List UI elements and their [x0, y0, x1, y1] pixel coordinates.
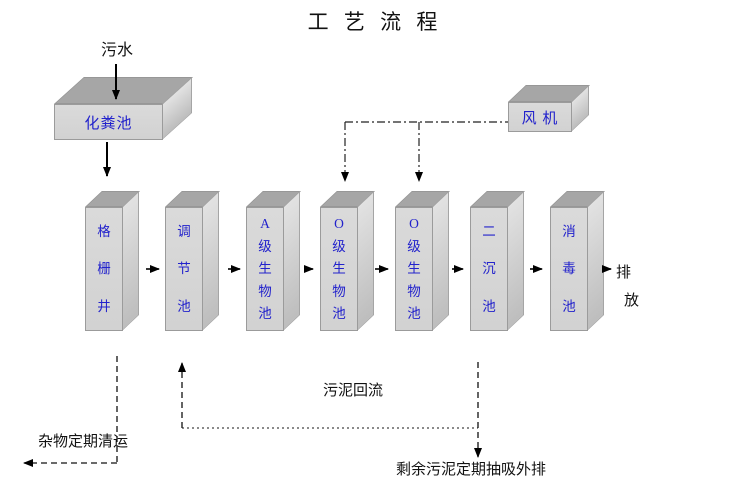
discharge-label-line2: 放 [624, 293, 640, 309]
discharge-label-line1: 排 [616, 265, 632, 281]
tank-label-char: A [260, 216, 270, 232]
tank-side-face [507, 190, 524, 331]
fan-label: 风 机 [521, 110, 559, 127]
excess-sludge-label: 剩余污泥定期抽吸外排 [396, 462, 547, 478]
fan-air-supply-line [341, 121, 508, 182]
tank-label-char: 井 [97, 298, 111, 314]
tank-label-char: O [334, 216, 344, 232]
tank-label-char: 消 [562, 223, 576, 239]
tank-label-char: 池 [332, 306, 346, 321]
tank-label-char: 级 [332, 238, 346, 254]
tank-label-char: 级 [407, 238, 421, 254]
tank-box: 消毒池 [550, 190, 605, 331]
tank-side-face [283, 190, 300, 331]
tank-label-char: 节 [177, 261, 191, 277]
debris-removal-label: 杂物定期清运 [38, 434, 129, 450]
tank-label-char: O [409, 216, 419, 232]
tank-label-char: 池 [407, 306, 421, 321]
tank-label-char: 物 [332, 283, 346, 299]
sludge-return-label: 污泥回流 [323, 383, 384, 399]
box-front-face: 化粪池 [54, 104, 163, 140]
tank-label: 二沉池 [471, 208, 507, 330]
tank-label-char: 生 [258, 261, 272, 277]
box-front-face: 风 机 [508, 102, 572, 132]
discharge-label: 排 放 [616, 259, 639, 315]
tank-label-char: 生 [407, 261, 421, 277]
tank-label-char: 毒 [562, 261, 576, 277]
tank-front-face: 二沉池 [470, 207, 508, 331]
tank-side-face [202, 190, 219, 331]
tank-label-char: 池 [258, 306, 272, 321]
tank-side-face [357, 190, 374, 331]
tank-label-char: 级 [258, 238, 272, 254]
tank-label-char: 池 [177, 298, 191, 314]
diagram-title: 工 艺 流 程 [307, 10, 443, 34]
tank-front-face: 消毒池 [550, 207, 588, 331]
tank-label-char: 二 [482, 223, 496, 239]
tank-box: 二沉池 [470, 190, 525, 331]
tank-side-face [122, 190, 139, 331]
tank-label-char: 物 [258, 283, 272, 299]
tank-side-face [587, 190, 604, 331]
tank-label-char: 生 [332, 261, 346, 277]
tank-label-char: 池 [562, 298, 576, 314]
septic-tank-box: 化粪池 [54, 76, 193, 140]
tank-label: 格栅井 [86, 208, 122, 330]
tank-side-face [432, 190, 449, 331]
tank-label: 调节池 [166, 208, 202, 330]
tank-front-face: 格栅井 [85, 207, 123, 331]
septic-tank-label: 化粪池 [84, 115, 133, 132]
tank-label-char: 沉 [482, 261, 496, 277]
tank-box: 格栅井 [85, 190, 140, 331]
tank-label-char: 格 [97, 223, 111, 239]
tank-label-char: 调 [177, 223, 191, 239]
tank-label-char: 池 [482, 298, 496, 314]
tank-label: 消毒池 [551, 208, 587, 330]
tank-label-char: 栅 [97, 261, 111, 277]
tank-label-char: 物 [407, 283, 421, 299]
tank-box: 调节池 [165, 190, 220, 331]
fan-box: 风 机 [508, 84, 590, 132]
influent-label: 污水 [101, 42, 134, 59]
tank-front-face: 调节池 [165, 207, 203, 331]
